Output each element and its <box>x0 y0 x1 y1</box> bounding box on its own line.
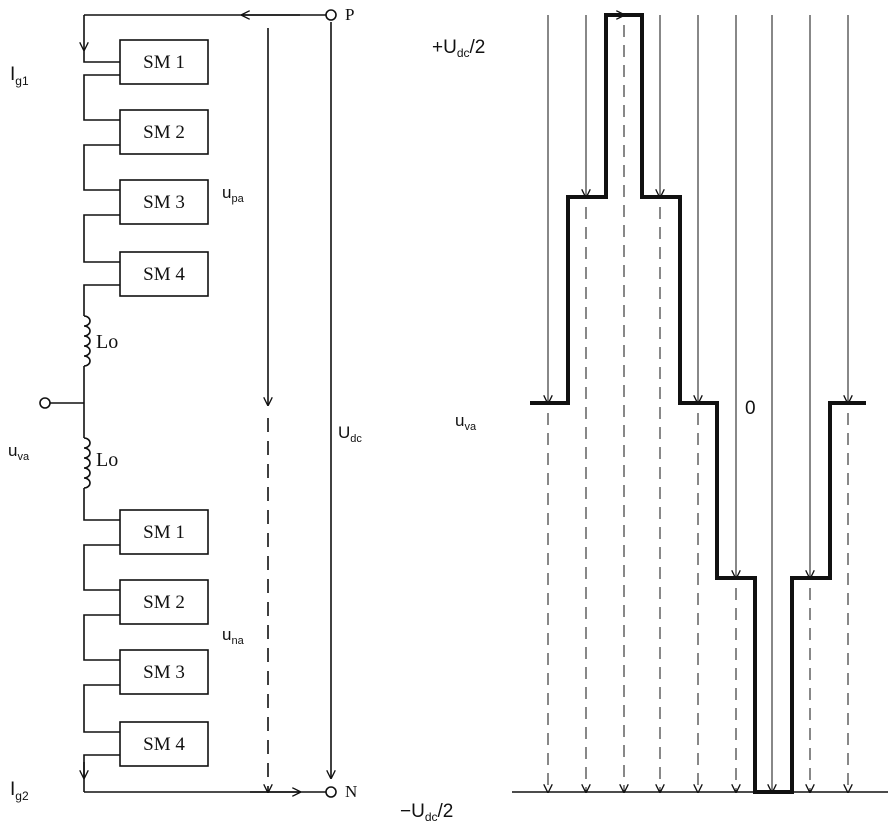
bottom-level-label: −Udc/2 <box>400 801 453 823</box>
ac-output-terminal <box>39 397 51 409</box>
n-terminal <box>325 786 337 798</box>
upa-label: upa <box>222 183 245 205</box>
p-label: P <box>345 5 354 24</box>
una-label: una <box>222 625 245 647</box>
upper-link-1-2 <box>83 74 120 121</box>
lower-sm2-box <box>119 579 209 625</box>
lower-sm2-label: SM 2 <box>143 592 185 613</box>
uva-staircase-line <box>530 13 866 794</box>
lower-link-1-2 <box>83 544 120 591</box>
upper-sm2-box <box>119 109 209 155</box>
upper-link-2-3 <box>83 144 120 191</box>
lower-link-2-3 <box>83 614 120 661</box>
upper-sm3-label: SM 3 <box>143 192 185 213</box>
ig2-label: Ig2 <box>10 779 29 803</box>
lower-sm1-label: SM 1 <box>143 522 185 543</box>
upper-link-3-4 <box>83 214 120 263</box>
staircase-waveform <box>512 13 888 794</box>
p-terminal <box>325 9 337 21</box>
upper-sm4-label: SM 4 <box>143 264 185 285</box>
uva-right-label: uva <box>455 411 477 433</box>
lower-sm3-box <box>119 649 209 695</box>
lower-link-4-bus <box>83 754 120 778</box>
mmc-phase-leg <box>39 9 337 798</box>
lower-link-3-4 <box>83 684 120 733</box>
udc-label: Udc <box>338 423 362 445</box>
upper-sm1-label: SM 1 <box>143 52 185 73</box>
lower-sm1-box <box>119 509 209 555</box>
lower-inductor-coil <box>83 437 91 489</box>
upper-link-4-inductor <box>83 284 120 316</box>
lower-inductor-label: Lo <box>96 449 118 471</box>
lower-link-inductor-1 <box>83 488 120 521</box>
uva-left-label: uva <box>8 441 30 463</box>
upper-inductor-label: Lo <box>96 331 118 353</box>
upper-sm2-label: SM 2 <box>143 122 185 143</box>
upper-inductor-coil <box>83 315 91 367</box>
upper-sm3-box <box>119 179 209 225</box>
n-label: N <box>345 782 357 801</box>
upper-arm-wiring <box>83 50 120 63</box>
ig1-label: Ig1 <box>10 64 29 88</box>
lower-sm4-label: SM 4 <box>143 734 185 755</box>
lower-sm4-box <box>119 721 209 767</box>
top-level-label: +Udc/2 <box>432 37 485 60</box>
upper-sm4-box <box>119 251 209 297</box>
zero-level-label: 0 <box>745 398 756 419</box>
waveform-guide-lines <box>548 15 848 792</box>
lower-sm3-label: SM 3 <box>143 662 185 683</box>
